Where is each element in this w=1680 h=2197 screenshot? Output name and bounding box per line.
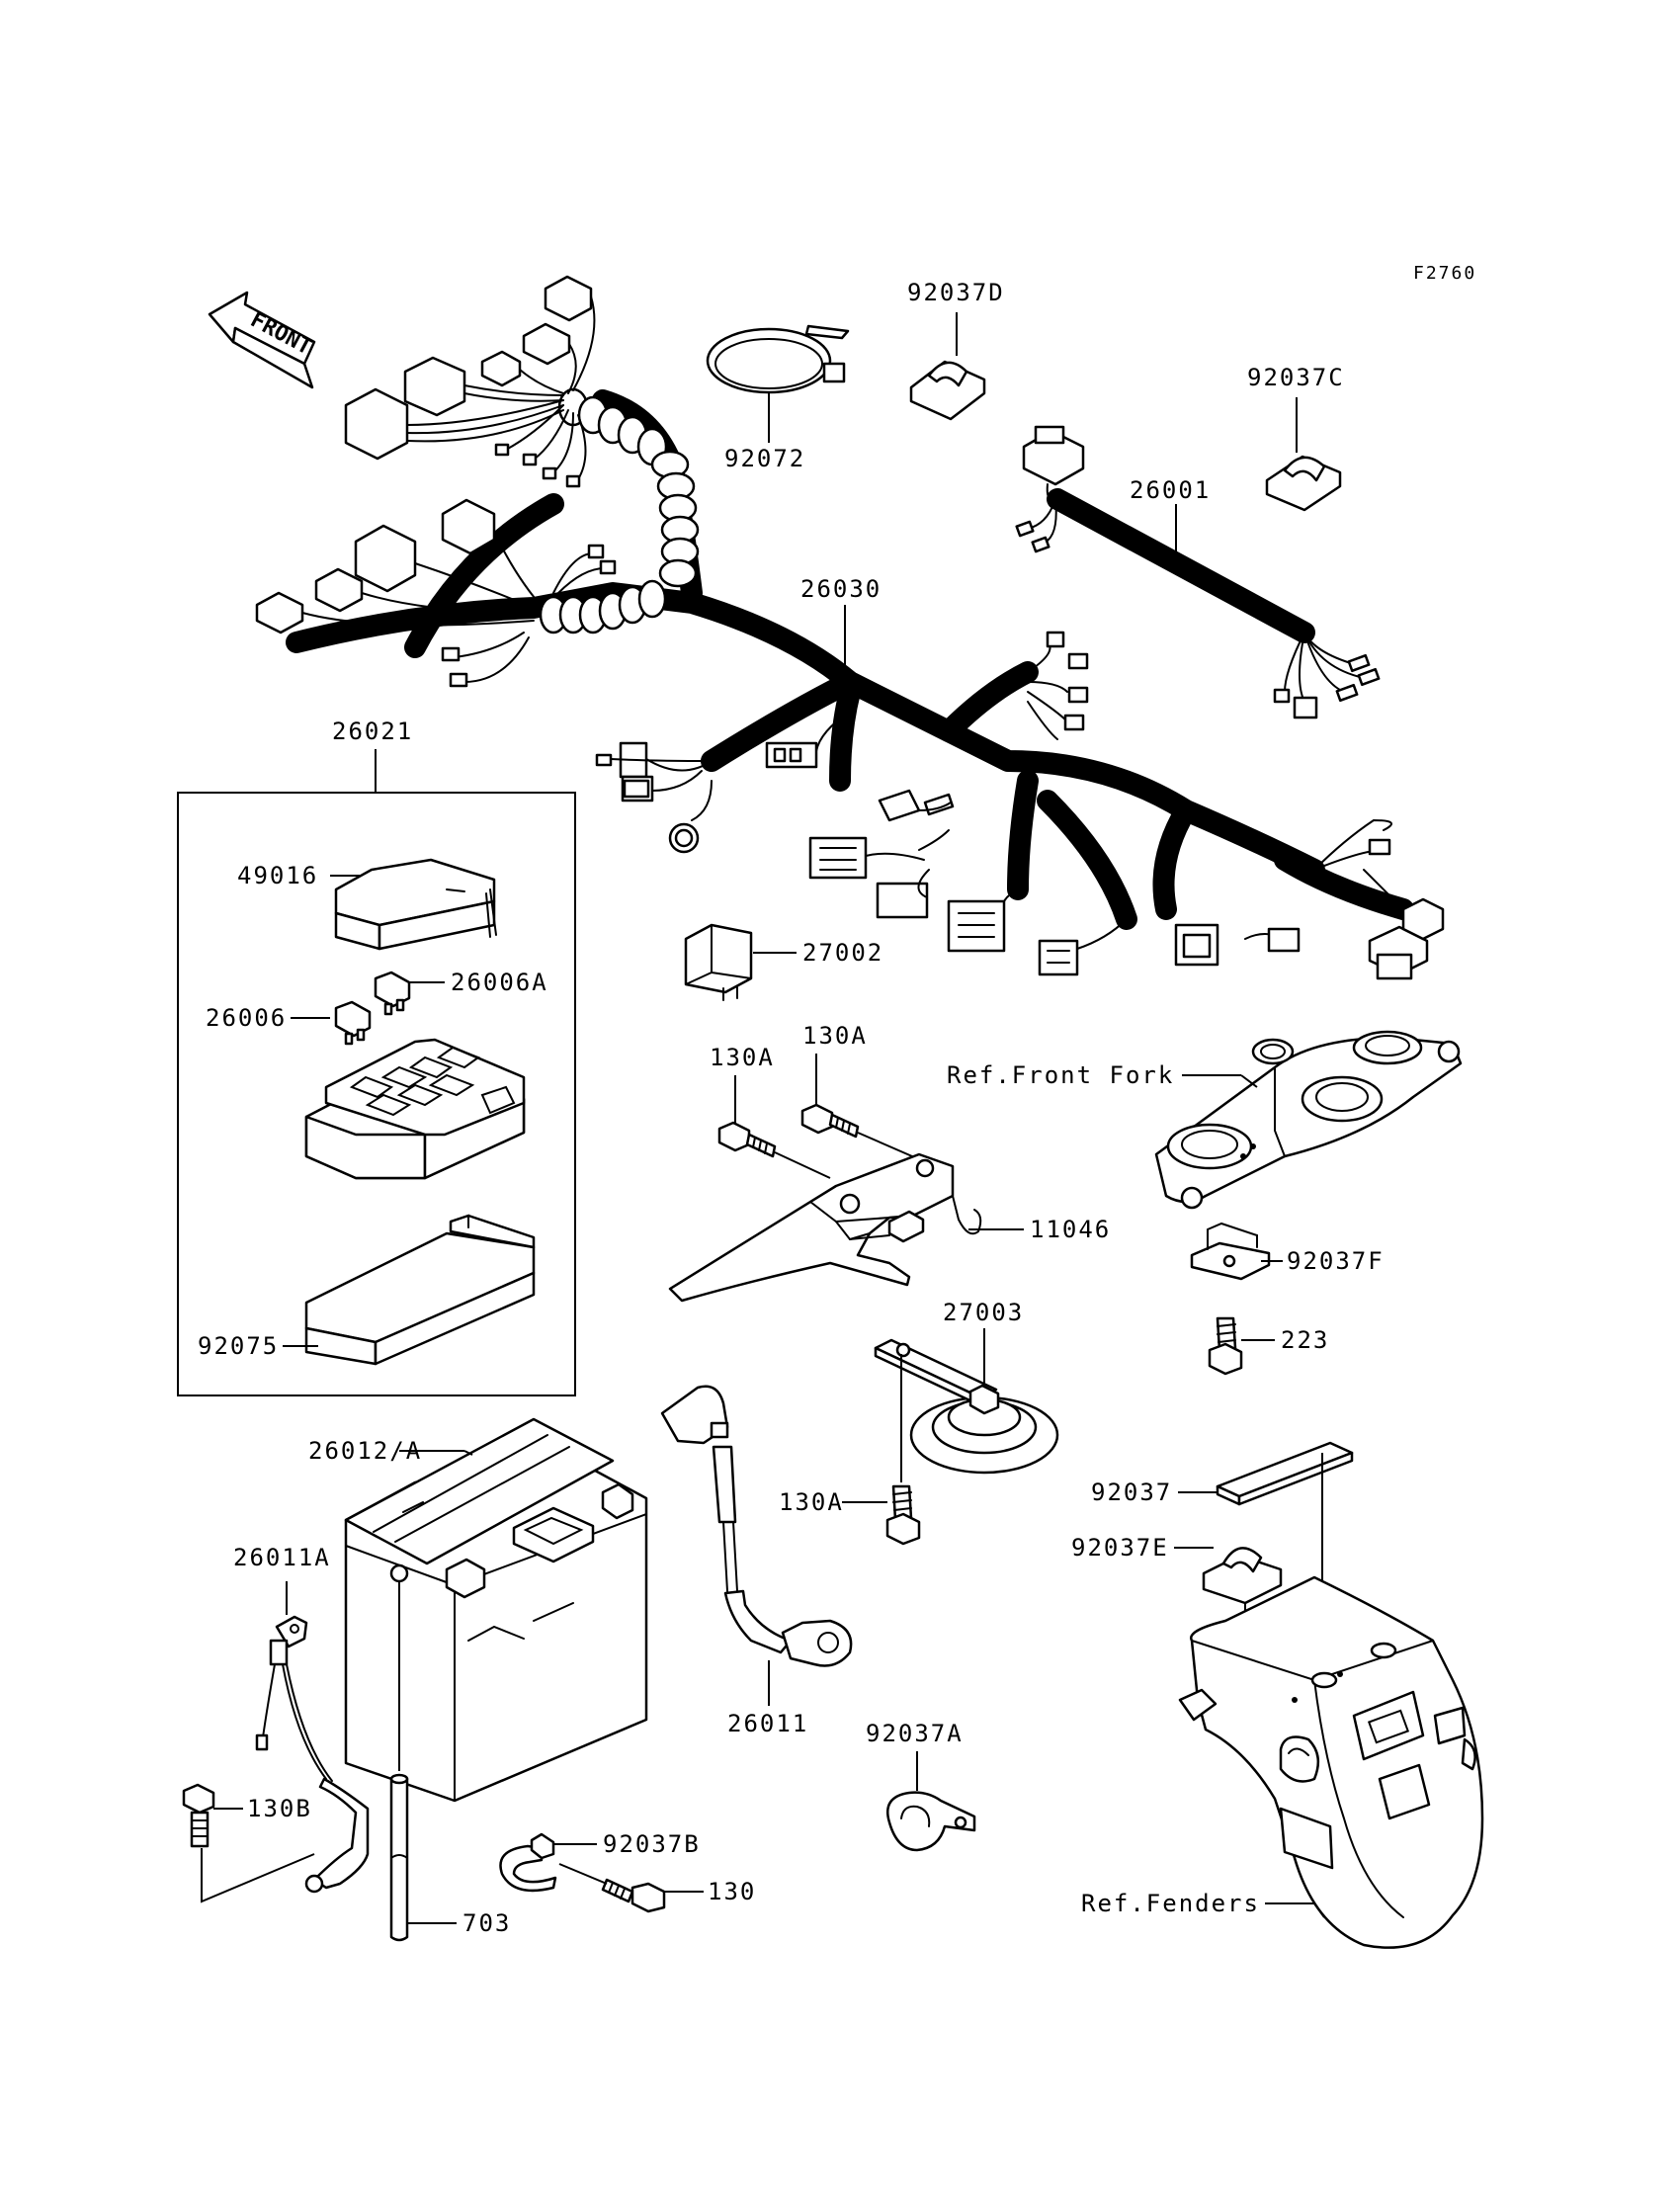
label-27002: 27002 <box>802 939 883 967</box>
label-11046: 11046 <box>1030 1216 1111 1243</box>
label-92037B: 92037B <box>603 1830 701 1858</box>
label-49016: 49016 <box>237 862 318 889</box>
label-92037D: 92037D <box>907 279 1005 306</box>
front-arrow-icon: FRONT <box>208 291 315 389</box>
label-26030: 26030 <box>800 575 882 603</box>
corrugated-tube <box>539 387 700 634</box>
clamp-92037F <box>1190 1222 1271 1281</box>
clamp-92037A <box>886 1791 976 1852</box>
label-ref-fenders: Ref.Fenders <box>1081 1890 1260 1917</box>
fuse-26006A <box>374 971 411 1016</box>
label-130A-upper: 130A <box>802 1022 868 1050</box>
bolt-130A-lower <box>885 1484 921 1546</box>
label-26021: 26021 <box>332 718 413 745</box>
label-130A-left: 130A <box>710 1044 775 1071</box>
label-130A-lower: 130A <box>779 1488 844 1516</box>
fuse-box-case-92075 <box>304 1214 536 1366</box>
label-26006A: 26006A <box>451 969 548 996</box>
clamp-92037E <box>1202 1547 1283 1605</box>
label-26011: 26011 <box>727 1710 808 1737</box>
label-92037F: 92037F <box>1287 1247 1385 1275</box>
clamp-92037B <box>499 1832 557 1893</box>
battery-26012A <box>344 1417 648 1803</box>
label-92037: 92037 <box>1091 1479 1172 1506</box>
main-harness-26030 <box>255 275 1445 980</box>
relay-27002 <box>684 923 753 1001</box>
front-fork-bracket <box>1154 1030 1463 1210</box>
label-26006: 26006 <box>206 1004 287 1032</box>
cable-tie-92072 <box>706 324 850 394</box>
fuse-box-cover-49016 <box>334 858 497 951</box>
diagram-code: F2760 <box>1413 263 1476 284</box>
bracket-11046 <box>668 1152 982 1303</box>
strap-92037 <box>1216 1441 1354 1506</box>
sub-harness-26001 <box>1015 425 1381 719</box>
fuse-26006 <box>334 1000 372 1046</box>
fuse-box-body <box>304 1038 526 1180</box>
label-92037E: 92037E <box>1071 1534 1169 1562</box>
label-26011A: 26011A <box>233 1544 331 1571</box>
label-130: 130 <box>708 1878 756 1905</box>
bolt-130A-left <box>717 1121 777 1158</box>
label-703: 703 <box>462 1909 511 1937</box>
rear-fender <box>1178 1575 1484 1949</box>
horn-27003 <box>874 1338 1059 1475</box>
label-223: 223 <box>1281 1326 1329 1354</box>
label-ref-front-fork: Ref.Front Fork <box>947 1061 1174 1089</box>
label-27003: 27003 <box>943 1299 1024 1326</box>
label-92075: 92075 <box>198 1332 279 1360</box>
battery-cable-26011A <box>255 1615 370 1894</box>
battery-cable-26011 <box>660 1385 853 1667</box>
bolt-223 <box>1208 1316 1243 1376</box>
bolt-130B <box>182 1783 215 1848</box>
bolt-130 <box>601 1878 666 1913</box>
label-92037A: 92037A <box>866 1720 964 1747</box>
label-130B: 130B <box>247 1795 312 1822</box>
clamp-92037C <box>1265 455 1342 512</box>
bolt-130A-upper <box>800 1103 860 1139</box>
label-26012A: 26012/A <box>308 1437 422 1465</box>
label-92072: 92072 <box>724 445 805 472</box>
breather-tube-703 <box>389 1773 409 1942</box>
clamp-92037D <box>909 360 986 421</box>
label-26001: 26001 <box>1130 476 1211 504</box>
label-92037C: 92037C <box>1247 364 1345 391</box>
